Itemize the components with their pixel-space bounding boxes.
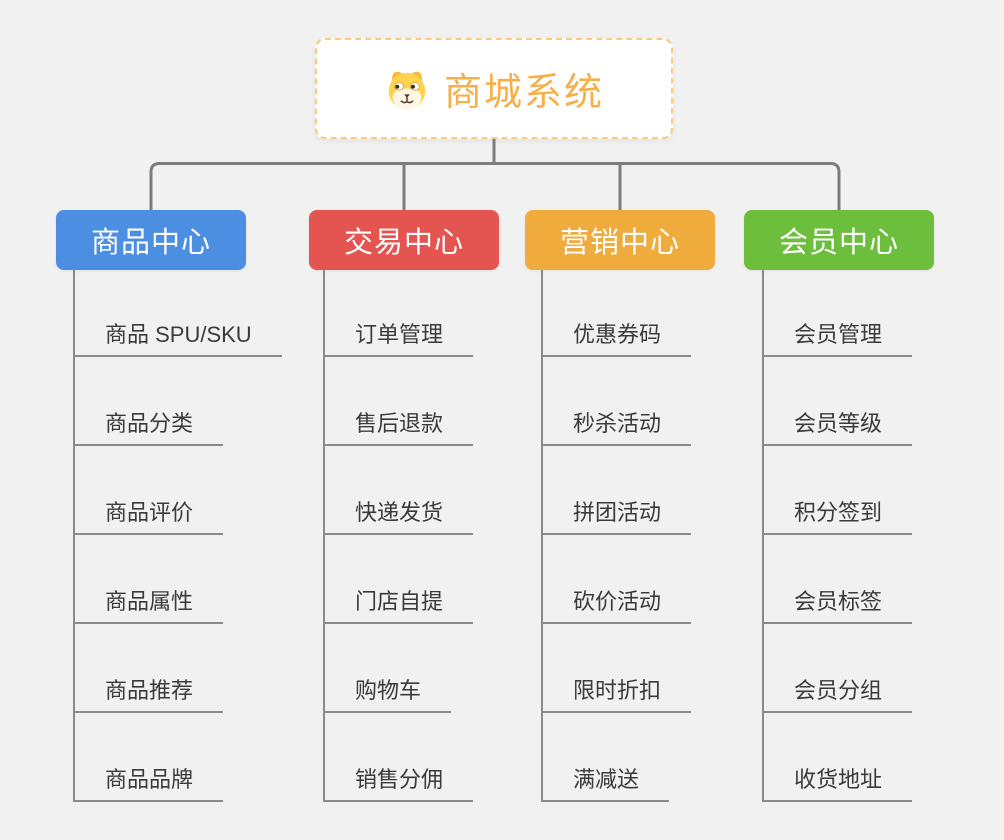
branch-spine-line <box>541 270 543 800</box>
leaf-node[interactable]: 积分签到 <box>762 493 913 535</box>
branch-spine-line <box>323 270 325 800</box>
leaf-node[interactable]: 会员分组 <box>762 671 913 713</box>
leaf-node[interactable]: 商品 SPU/SKU <box>73 315 282 357</box>
leaf-node[interactable]: 会员标签 <box>762 582 913 624</box>
leaf-node[interactable]: 商品推荐 <box>73 671 224 713</box>
branch-rail-line <box>149 162 841 210</box>
leaf-node[interactable]: 门店自提 <box>323 582 474 624</box>
branch-label: 营销中心 <box>559 227 680 259</box>
branch-label: 交易中心 <box>343 227 464 259</box>
leaf-node[interactable]: 限时折扣 <box>541 671 692 713</box>
dog-face-icon <box>384 66 430 112</box>
leaf-node[interactable]: 商品分类 <box>73 404 224 446</box>
leaf-node[interactable]: 销售分佣 <box>323 760 474 802</box>
root-node[interactable]: 商城系统 <box>315 38 673 139</box>
branch-spine-line <box>73 270 75 800</box>
leaf-node[interactable]: 会员管理 <box>762 315 913 357</box>
leaf-node[interactable]: 购物车 <box>323 671 452 713</box>
leaf-node[interactable]: 满减送 <box>541 760 670 802</box>
branch-label: 商品中心 <box>90 227 211 259</box>
leaf-node[interactable]: 售后退款 <box>323 404 474 446</box>
branch-node-2[interactable]: 交易中心 <box>309 210 499 270</box>
leaf-node[interactable]: 收货地址 <box>762 760 913 802</box>
branch-node-4[interactable]: 会员中心 <box>744 210 934 270</box>
leaf-node[interactable]: 商品评价 <box>73 493 224 535</box>
leaf-node[interactable]: 拼团活动 <box>541 493 692 535</box>
branch-node-3[interactable]: 营销中心 <box>525 210 715 270</box>
leaf-node[interactable]: 快递发货 <box>323 493 474 535</box>
branch-node-1[interactable]: 商品中心 <box>56 210 246 270</box>
root-title: 商城系统 <box>443 72 604 114</box>
leaf-node[interactable]: 砍价活动 <box>541 582 692 624</box>
branch-label: 会员中心 <box>778 227 899 259</box>
leaf-node[interactable]: 优惠券码 <box>541 315 692 357</box>
leaf-node[interactable]: 秒杀活动 <box>541 404 692 446</box>
leaf-node[interactable]: 商品属性 <box>73 582 224 624</box>
branch-spine-line <box>762 270 764 800</box>
leaf-node[interactable]: 商品品牌 <box>73 760 224 802</box>
leaf-node[interactable]: 订单管理 <box>323 315 474 357</box>
leaf-node[interactable]: 会员等级 <box>762 404 913 446</box>
